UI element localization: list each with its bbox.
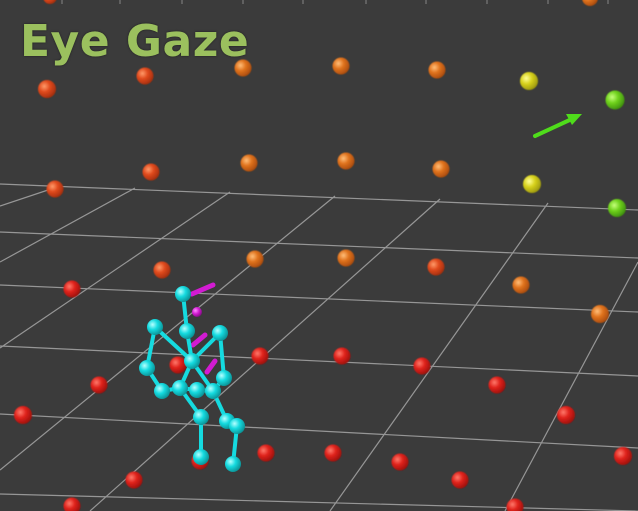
gaze-target [614,447,632,465]
gaze-target [391,453,409,471]
gaze-arrow-shaft [533,116,576,138]
gaze-target [432,160,450,178]
joint-foot-left [225,456,241,472]
joint-elbow-left [216,370,232,386]
skeleton-joints [139,286,245,472]
bone [153,325,194,363]
gaze-target [428,61,446,79]
gaze-target [136,67,154,85]
joint-head [175,286,191,302]
gaze-target [125,471,143,489]
grid-line [329,202,549,511]
gaze-target [557,406,575,424]
gaze-target [413,357,431,375]
floor-grid [0,183,638,511]
gaze-arrow-head [566,114,582,125]
joint-shoulder-right [147,319,163,335]
gaze-target [451,471,469,489]
grid-line [0,231,638,259]
gaze-target [512,276,530,294]
gaze-target [337,249,355,267]
gaze-target [90,376,108,394]
eye-marker [192,307,202,317]
body-skeleton [139,286,245,472]
grid-line [0,183,638,211]
gaze-target [153,261,171,279]
grid-line [0,345,638,377]
joint-foot-right [193,449,209,465]
joint-elbow-right [139,360,155,376]
gaze-target [427,258,445,276]
grid-line [0,493,638,511]
joint-knee-right [193,409,209,425]
top-grid-ticks [61,0,609,4]
joint-hip-left [205,383,221,399]
gaze-target [337,152,355,170]
gaze-target [251,347,269,365]
gaze-target [488,376,506,394]
gaze-target [246,250,264,268]
gaze-target [333,347,351,365]
gaze-target [46,180,64,198]
gaze-target [63,497,81,511]
joint-shoulder-left [212,325,228,341]
gaze-target [332,57,350,75]
grid-line [0,284,638,313]
overlay-title: Eye Gaze [20,16,250,67]
gaze-target [257,444,275,462]
gaze-target [591,305,609,323]
grid-line [504,261,638,511]
joint-pelvis [189,382,205,398]
gaze-target [63,280,81,298]
eye-vector [204,358,218,375]
joint-neck [179,323,195,339]
gaze-target [14,406,32,424]
gaze-target [608,199,626,217]
joint-spine [184,353,200,369]
gaze-target [169,356,187,374]
joint-hip-right [172,380,188,396]
grid-line [0,187,136,263]
grid-line [0,191,231,349]
gaze-arrow [533,114,582,138]
gaze-target [240,154,258,172]
eye-vector [189,282,216,297]
gaze-target [43,0,57,4]
gaze-target [520,72,538,90]
gaze-target [38,80,56,98]
gaze-target [324,444,342,462]
gaze-target [605,90,625,110]
eye-vector [190,332,208,348]
gaze-targets [14,0,632,511]
eye-markers [189,282,218,375]
joint-hand-right [154,383,170,399]
joint-hand-left [229,418,245,434]
grid-line [0,195,336,471]
gaze-target [582,0,598,6]
grid-line [0,413,638,449]
gaze-target [506,498,524,511]
gaze-target [234,59,252,77]
gaze-target [142,163,160,181]
gaze-target [523,175,541,193]
